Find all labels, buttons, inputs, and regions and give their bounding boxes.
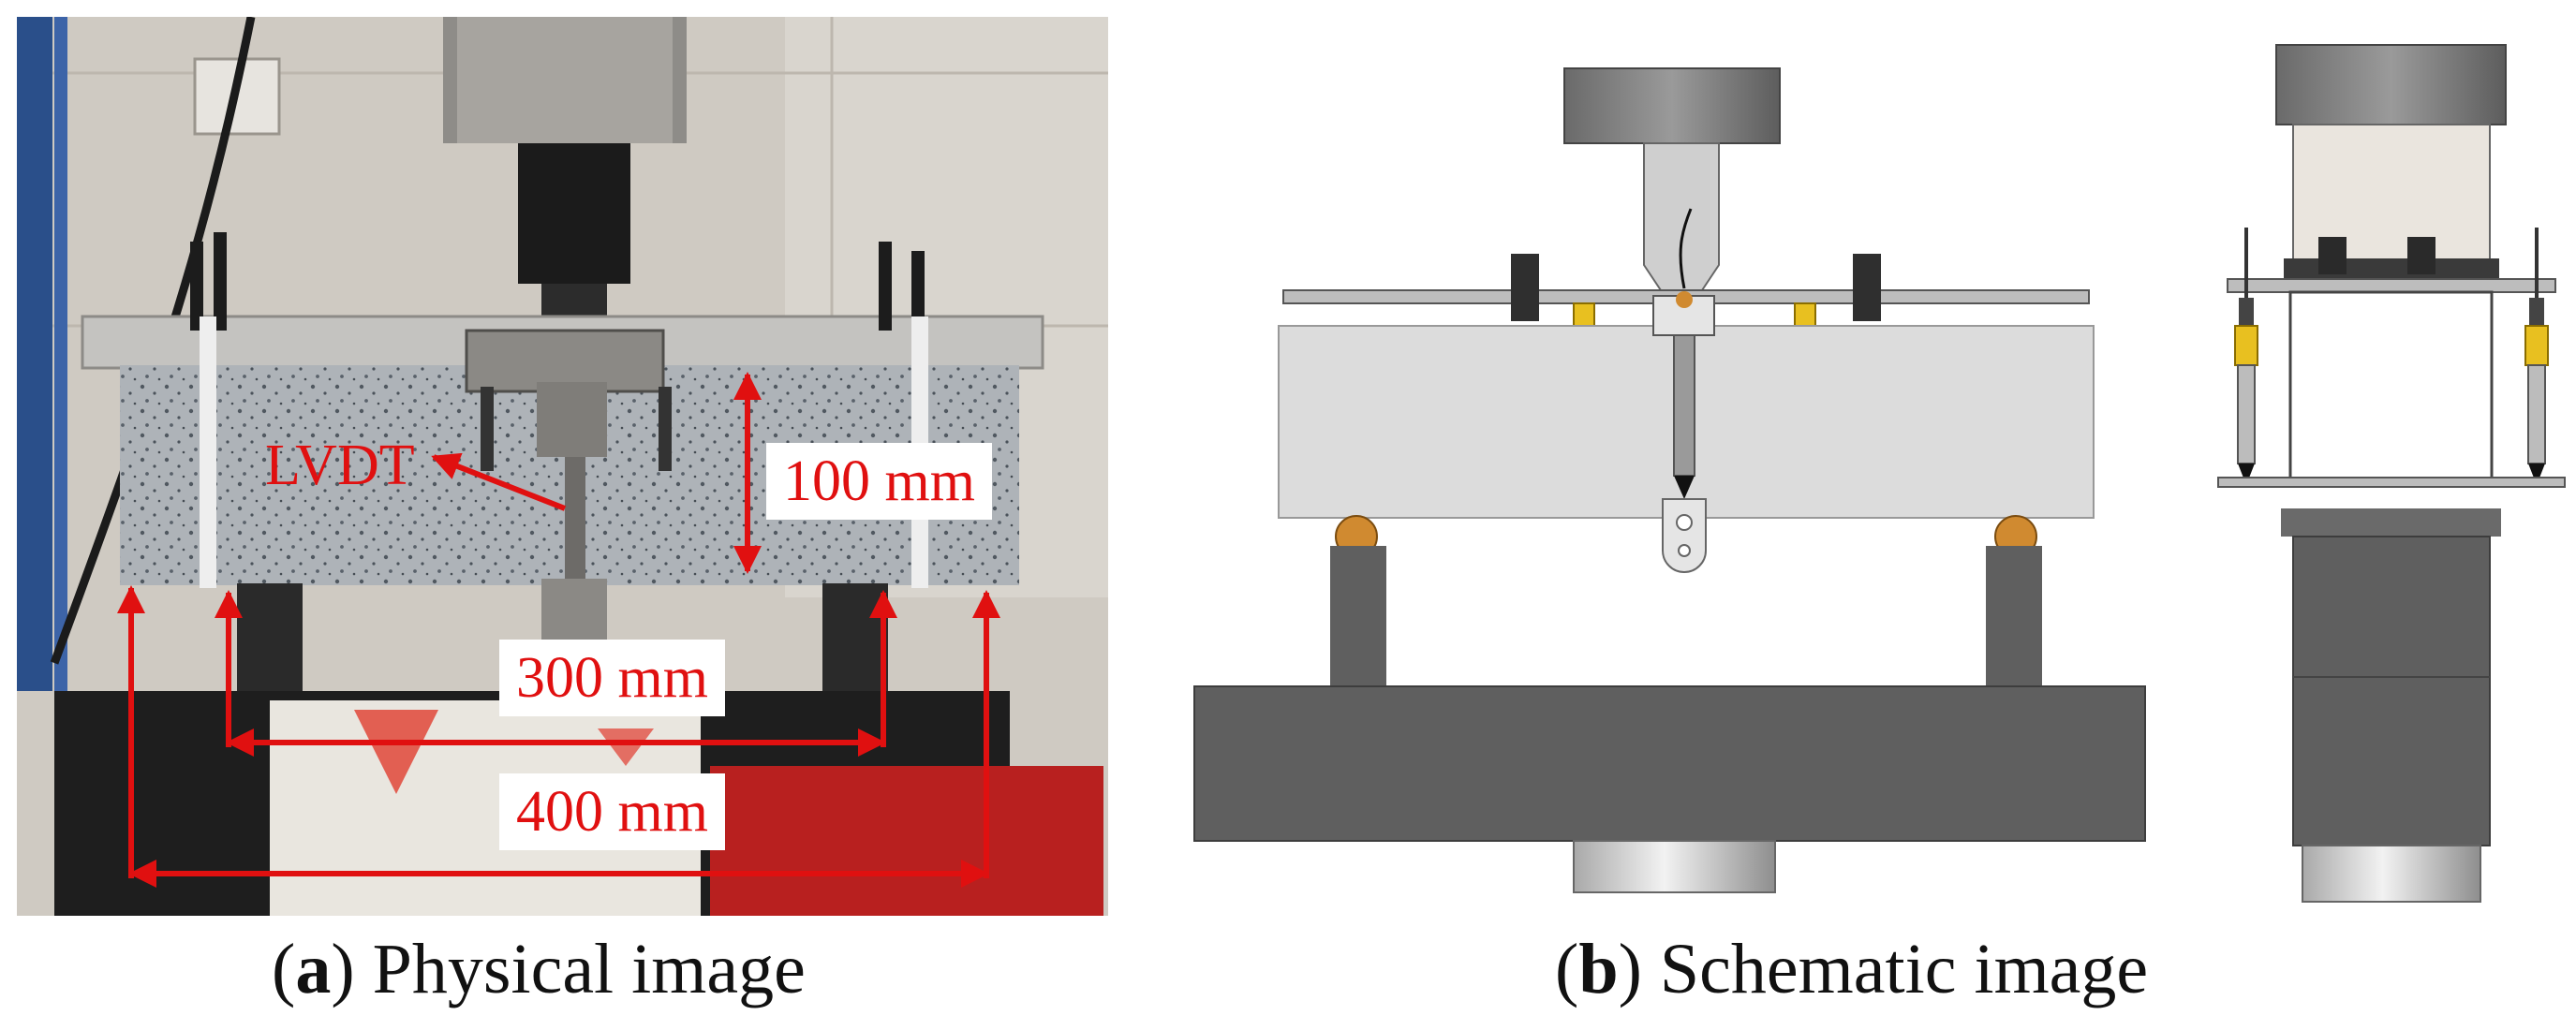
- load-cell: [1563, 67, 1781, 144]
- support-left: [237, 583, 303, 710]
- span-inner-label: 300 mm: [499, 640, 725, 716]
- lvdt-label: LVDT: [265, 434, 415, 497]
- red-box: [710, 766, 1103, 916]
- side-view: [2217, 44, 2566, 903]
- blue-cables: [17, 17, 52, 691]
- caption-text-a: Physical image: [372, 930, 806, 1008]
- caption-letter-a: a: [295, 930, 332, 1008]
- support-column-side: [2292, 536, 2491, 846]
- caption-letter-b: b: [1578, 930, 1619, 1008]
- caption-physical-image: (a) Physical image: [272, 930, 806, 1008]
- schematic-drawing: [1193, 44, 2566, 903]
- beam-cross-section: [2288, 290, 2494, 481]
- base-beam: [1193, 685, 2146, 842]
- lvdt-bracket: [1662, 498, 1707, 573]
- schematic-image-panel: [1190, 17, 2567, 916]
- lvdt-pointer-arrow: [431, 452, 567, 511]
- strap-left: [200, 316, 216, 588]
- caption-schematic-image: (b) Schematic image: [1555, 930, 2149, 1008]
- load-piston: [518, 143, 630, 284]
- height-label: 100 mm: [766, 443, 992, 520]
- base-cylinder: [1573, 840, 1776, 893]
- lvdt-central: [1673, 334, 1695, 477]
- physical-image-panel: LVDT 100 mm 300 mm 400 mm: [17, 17, 1108, 916]
- caption-text-b: Schematic image: [1659, 930, 2149, 1008]
- lvdt-side-left: [2237, 364, 2256, 464]
- lvdt-fixture: [465, 329, 665, 393]
- lvdt-side-right: [2527, 364, 2546, 464]
- span-outer-label: 400 mm: [499, 773, 725, 850]
- support-right: [822, 583, 888, 710]
- front-view: [1193, 67, 2146, 893]
- load-cell-side: [2275, 44, 2507, 125]
